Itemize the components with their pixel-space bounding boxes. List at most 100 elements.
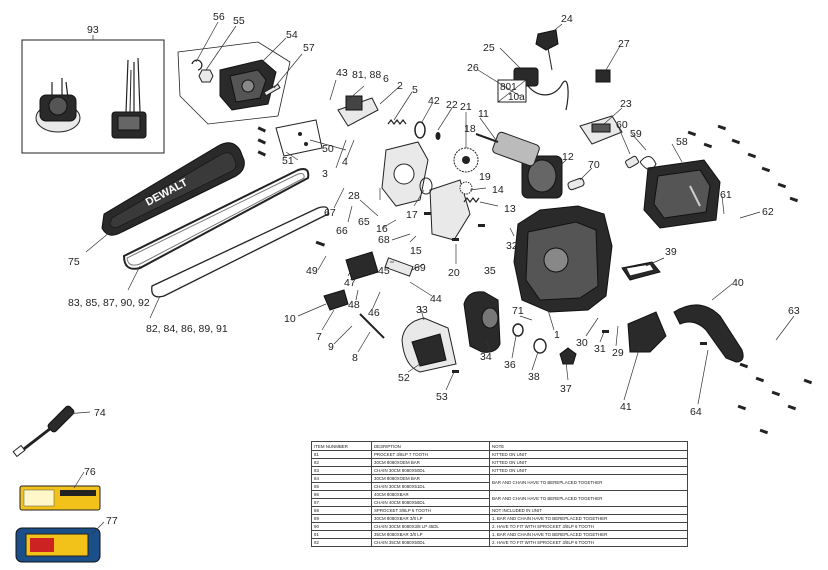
cell-note: KITTED ON UNIT: [489, 466, 688, 475]
callout-13: 13: [504, 203, 516, 215]
cell-item: 92: [311, 538, 372, 547]
electronics-group: 801 10a: [497, 29, 623, 145]
callout-8: 8: [352, 352, 358, 364]
table-row: 89 30CM 8080XBAR 3/8 LP 1. BAR AND CHAIN…: [311, 514, 688, 523]
side-cover-drawing: [627, 311, 667, 353]
callout-27: 27: [618, 38, 630, 50]
box-801-top: 801: [500, 82, 517, 93]
callout-76: 76: [84, 466, 96, 478]
callout-65: 65: [358, 216, 370, 228]
box-801-bottom: 10a: [508, 92, 525, 103]
table-header-row: ITEM NUNMBER DESRIPTION NOTE: [311, 441, 688, 451]
gear-drawing: [453, 147, 479, 195]
callout-43: 43: [336, 67, 348, 79]
callout-60: 60: [616, 119, 628, 131]
cell-item: 82: [311, 458, 372, 467]
callout-21: 21: [460, 101, 472, 113]
cell-item: 86: [311, 490, 372, 499]
cell-note: KITTED ON UNIT: [489, 450, 688, 459]
callout-34: 34: [480, 351, 492, 363]
callout-5: 5: [412, 84, 418, 96]
table-row: 81 PROCKET 3/8LP 7 TOOTH KITTED ON UNIT: [311, 450, 688, 459]
cell-item: 84: [311, 474, 372, 483]
cell-item: 83: [311, 466, 372, 475]
header-note: NOTE: [489, 441, 688, 451]
cell-item: 90: [311, 522, 372, 531]
callout-66: 66: [336, 225, 348, 237]
cell-item: 88: [311, 506, 372, 515]
cell-desc: 35CM 8080XBAR 3/8 LP: [371, 530, 490, 539]
callout-24: 24: [561, 13, 573, 25]
cell-desc: CHAIN 35CM 8080X50DL: [371, 538, 490, 547]
callout-70: 70: [588, 159, 600, 171]
table-row: 83 CHAIN 30CM 8080X50DL KITTED ON UNIT: [311, 466, 688, 475]
callout-36: 36: [504, 359, 516, 371]
callout-44: 44: [430, 293, 442, 305]
callout-63: 63: [788, 305, 800, 317]
warning-label-77: [15, 527, 101, 563]
callout-12: 12: [562, 151, 574, 163]
battery-latch-drawing: [567, 155, 657, 191]
callout-10: 10: [284, 313, 296, 325]
callout-68: 68: [378, 234, 390, 246]
callout-labels: 93 56 55 54 57 43 81, 88 6 2 5 42 22 21 …: [68, 11, 800, 527]
cell-desc: 30CM 8080XBAR 3/8 LP: [371, 514, 490, 523]
callout-56: 56: [213, 11, 225, 23]
cell-note: 1. BAR AND CHAIN HAVE TO BEREPLACED TOGE…: [489, 514, 688, 523]
washer-drawing: [414, 121, 441, 195]
callout-93: 93: [87, 24, 99, 36]
cell-note: BAR AND CHAIN HAVE TO BEREPLACED TOGETHE…: [489, 474, 688, 491]
callout-19: 19: [479, 171, 491, 183]
callout-53: 53: [436, 391, 448, 403]
bumper-plate-drawing: [275, 119, 323, 157]
chain-tensioner-pin-drawing: [263, 83, 281, 97]
callout-48: 48: [348, 299, 360, 311]
callout-67: 67: [324, 207, 336, 219]
header-item-number: ITEM NUNMBER: [311, 441, 372, 451]
cell-desc: 40CM 8080XBAR: [371, 490, 490, 499]
callout-35: 35: [484, 265, 496, 277]
callout-9: 9: [328, 341, 334, 353]
parts-table: ITEM NUNMBER DESRIPTION NOTE 81 PROCKET …: [311, 441, 688, 547]
callout-61: 61: [720, 189, 732, 201]
seal-rings-drawing: [512, 323, 577, 365]
oil-pump-drawing: [323, 251, 414, 311]
cell-desc: CHAIN 30CM 8080X50DL: [371, 466, 490, 475]
oil-tank-drawing: [463, 291, 501, 353]
callout-6: 6: [383, 73, 389, 85]
table-row: 88 SPROCKET 3/8LP 6 TOOTH NOT INCLUDED I…: [311, 506, 688, 515]
callout-7: 7: [316, 331, 322, 343]
callout-41: 41: [620, 401, 632, 413]
callout-4: 4: [342, 156, 348, 168]
table-row: 84 30CM 8080XOEM BAR BAR AND CHAIN HAVE …: [311, 474, 688, 491]
callout-38: 38: [528, 371, 540, 383]
battery-pack-drawing: [643, 159, 721, 229]
callout-37: 37: [560, 383, 572, 395]
cell-note: BAR AND CHAIN HAVE TO BEREPLACED TOGETHE…: [489, 490, 688, 507]
table-row: 86 40CM 8080XBAR BAR AND CHAIN HAVE TO B…: [311, 490, 688, 507]
callout-69: 69: [414, 262, 426, 274]
callout-29: 29: [612, 347, 624, 359]
callout-2: 2: [397, 80, 403, 92]
gearbox-drawing: [381, 141, 471, 241]
cell-item: 89: [311, 514, 372, 523]
callout-59: 59: [630, 128, 642, 140]
callout-30: 30: [576, 337, 588, 349]
callout-14: 14: [492, 184, 504, 196]
screws: [257, 124, 813, 435]
table-row: 91 35CM 8080XBAR 3/8 LP 1. BAR AND CHAIN…: [311, 530, 688, 539]
callout-15: 15: [410, 245, 422, 257]
callout-20: 20: [448, 267, 460, 279]
callout-52: 52: [398, 372, 410, 384]
header-description: DESRIPTION: [371, 441, 490, 451]
saw-chain: [122, 168, 310, 270]
bumper-spike-drawing: [337, 95, 379, 127]
callout-75: 75: [68, 256, 80, 268]
callout-49: 49: [306, 265, 318, 277]
nut-drawing: [198, 69, 214, 83]
callout-22: 22: [446, 99, 458, 111]
callout-55: 55: [233, 15, 245, 27]
cell-note: KITTED ON UNIT: [489, 458, 688, 467]
cell-desc: PROCKET 3/8LP 7 TOOTH: [371, 450, 490, 459]
